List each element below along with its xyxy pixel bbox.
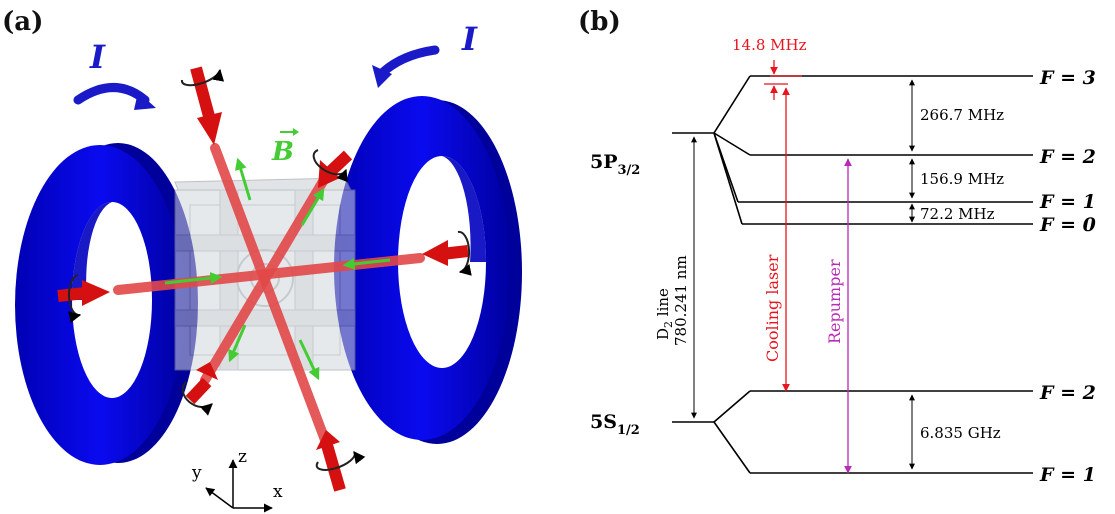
panel-b-label: (b) bbox=[578, 7, 621, 37]
field-vector-tip bbox=[293, 128, 299, 136]
repumper-label: Repumper bbox=[825, 259, 844, 344]
left-current-label: I bbox=[89, 38, 106, 76]
label-F2-ground: F = 2 bbox=[1039, 382, 1096, 404]
label-F1-excited: F = 1 bbox=[1039, 191, 1096, 213]
right-current-arrowhead bbox=[372, 65, 392, 88]
label-F2-excited: F = 2 bbox=[1039, 146, 1096, 168]
detuning-label: 14.8 MHz bbox=[732, 36, 807, 54]
arrow-top bbox=[180, 66, 225, 145]
panel-a: (a) I I bbox=[2, 7, 522, 513]
left-coil bbox=[15, 143, 198, 465]
left-current-arrowhead bbox=[134, 92, 156, 110]
excited-state-label: 5P3/2 bbox=[590, 151, 640, 178]
arrow-bottom bbox=[315, 430, 366, 492]
right-current-arrow bbox=[375, 45, 440, 80]
splitting-f3-f2: 266.7 MHz bbox=[920, 106, 1004, 124]
ground-state-label: 5S1/2 bbox=[590, 411, 640, 438]
left-current-arrow bbox=[73, 83, 150, 105]
d2-line-suffix: line bbox=[654, 288, 672, 321]
right-current-label: I bbox=[461, 20, 478, 58]
wavelength-label: 780.241 nm bbox=[672, 255, 690, 346]
ground-state-sub: 1/2 bbox=[617, 423, 640, 438]
splitting-ground: 6.835 GHz bbox=[920, 424, 1001, 442]
field-label: B bbox=[271, 137, 294, 167]
arrow-upper-right bbox=[312, 149, 353, 188]
arrow-left bbox=[57, 274, 110, 323]
ground-state-name: 5S bbox=[590, 411, 617, 433]
axis-y-label: y bbox=[191, 463, 202, 483]
d2-line-d: D bbox=[654, 328, 672, 340]
axis-x-label: x bbox=[273, 482, 283, 502]
arrow-lower-left bbox=[181, 362, 218, 416]
panel-b: (b) 5P3/2 5S1/2 F = 3 F = 2 F = 1 bbox=[578, 7, 1096, 486]
d2-line-label: D2 line bbox=[654, 288, 675, 340]
right-coil bbox=[334, 96, 522, 444]
coordinate-axes bbox=[205, 459, 273, 513]
splitting-f2-f1: 156.9 MHz bbox=[920, 170, 1004, 188]
ground-levels bbox=[672, 390, 1033, 474]
d2-line-sub: 2 bbox=[662, 321, 675, 328]
beam-arrows bbox=[57, 66, 472, 492]
label-F0: F = 0 bbox=[1039, 214, 1096, 236]
excited-state-sub: 3/2 bbox=[618, 163, 641, 178]
cooling-laser-label: Cooling laser bbox=[763, 254, 782, 362]
axis-z-label: z bbox=[238, 447, 247, 467]
label-F1-ground: F = 1 bbox=[1039, 464, 1096, 486]
arrow-right bbox=[422, 230, 472, 276]
detuning-marker bbox=[764, 60, 802, 100]
splitting-arrows bbox=[691, 79, 915, 470]
splitting-f1-f0: 72.2 MHz bbox=[920, 205, 995, 223]
field-arrows bbox=[164, 157, 391, 381]
excited-levels bbox=[672, 75, 1033, 225]
panel-a-label: (a) bbox=[2, 7, 43, 37]
label-F3: F = 3 bbox=[1039, 67, 1096, 89]
excited-state-name: 5P bbox=[590, 151, 618, 173]
